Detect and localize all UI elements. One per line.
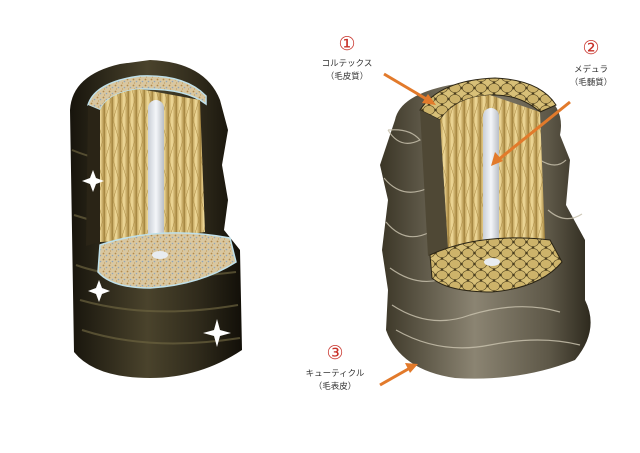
label-cortex-sub: （毛皮質） <box>325 72 369 82</box>
label-cortex-name: コルテックス <box>321 59 373 69</box>
label-medulla-name: メデュラ <box>573 65 608 75</box>
right-cut-inner-wall <box>420 110 448 256</box>
pointer-arrows <box>379 72 571 387</box>
arrow-icon <box>383 72 436 105</box>
right-bottom-medulla-dot <box>484 258 500 266</box>
label-medulla-sub: （毛髄質） <box>569 78 613 88</box>
sparkle-icon <box>88 280 110 302</box>
label-number-cortex: ① <box>338 33 356 55</box>
left-medulla-core <box>148 100 164 250</box>
left-bottom-medulla-dot <box>152 251 168 259</box>
right-medulla-core <box>483 108 499 258</box>
label-cortex: コルテックス （毛皮質） <box>310 58 384 84</box>
label-cuticle-sub: （毛表皮） <box>313 382 357 392</box>
label-number-cuticle: ③ <box>326 342 344 364</box>
sparkle-icon <box>82 170 104 192</box>
arrow-icon <box>379 363 418 387</box>
left-hair-cross-section <box>70 60 242 378</box>
arrow-icon <box>491 100 571 166</box>
label-cuticle: キューティクル （毛表皮） <box>300 368 370 394</box>
label-cuticle-name: キューティクル <box>305 369 365 379</box>
right-hair-cross-section <box>380 77 591 379</box>
label-medulla: メデュラ （毛髄質） <box>564 64 618 90</box>
left-bottom-cortex-disk <box>97 232 237 289</box>
right-cuticle-scales <box>383 129 583 349</box>
sparkle-icon <box>203 319 231 347</box>
label-number-medulla: ② <box>582 37 600 59</box>
